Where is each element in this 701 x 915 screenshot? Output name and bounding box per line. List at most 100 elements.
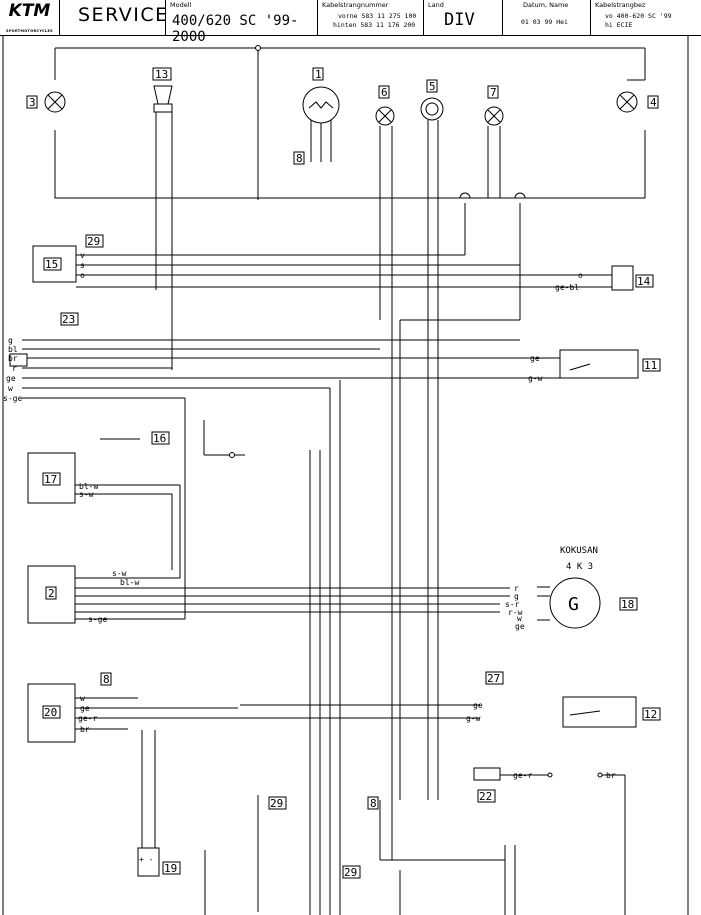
svg-text:13: 13 [155,68,168,81]
wire-label-s-ge-2: s-ge [88,615,107,624]
kokusan-label: KOKUSAN [560,546,598,556]
datum-label: Datum, Name [523,1,569,9]
wire-label-gen-r: r [514,584,519,593]
wire-label-s-w: s-w [79,490,94,499]
wire-label-gen-w: w [517,614,522,623]
svg-text:20: 20 [44,706,57,719]
wire-label-gen-g: g [514,592,519,601]
modell-cell: Modell 400/620 SC '99-2000 [166,0,318,45]
logo-subtitle: SPORTMOTORCYCLES [6,29,53,33]
label-7: 7 [487,85,499,99]
label-2: 2 [45,586,57,600]
label-16: 16 [151,431,170,445]
label-8-low: 8 [367,796,379,810]
wire-label-s: s [80,261,85,270]
label-3: 3 [26,95,38,109]
wire-label-r: r [12,364,17,373]
wire-label-br: br [8,354,18,363]
svg-text:14: 14 [637,275,651,288]
datum-value: 01 03 99 Hei [521,18,568,26]
wire-label-s-w-2: s-w [112,569,127,578]
label-17: 17 [42,472,61,486]
land-label: Land [428,1,444,9]
svg-text:16: 16 [153,432,166,445]
modell-label: Modell [170,1,192,9]
svg-text:8: 8 [370,797,377,810]
label-29-low: 29 [342,865,361,879]
land-value: DIV [444,10,475,30]
modell-value: 400/620 SC '99-2000 [172,13,299,45]
svg-text:8: 8 [296,152,303,165]
label-18: 18 [619,597,638,611]
wire-label-o: o [80,271,85,280]
logo-text: KTM [8,1,51,21]
svg-text:4: 4 [650,96,657,109]
wire-label-s-ge: s-ge [3,394,22,403]
wire-label-g: g [8,336,13,345]
datum-cell: Datum, Name 01 03 99 Hei [503,0,591,35]
label-4: 4 [647,95,659,109]
kabelstrang-label: Kabelstrangnummer [322,1,389,9]
svg-text:1: 1 [315,68,322,81]
wire-label-gen-s-r: s-r [505,600,520,609]
label-29-mid: 29 [268,796,287,810]
label-12: 12 [642,707,661,721]
svg-text:8: 8 [103,673,110,686]
wire-label-20-ge-r: ge-r [78,714,97,723]
label-15: 15 [43,257,62,271]
svg-text:11: 11 [644,359,657,372]
svg-text:15: 15 [45,258,58,271]
wire-label-ge-bl: ge-bl [555,283,579,292]
wire-label-v: v [80,251,85,260]
label-5: 5 [426,79,438,93]
wire-label-w: w [8,384,13,393]
label-10 [9,353,28,367]
title-block: KTM SPORTMOTORCYCLES SERVICE Modell 400/… [0,0,701,45]
battery-terminals: + - [139,855,153,864]
strangbez-cell: Kabelstrangbez vo 400-620 SC '99 hi ECIE [591,0,701,35]
label-8-top: 8 [293,151,305,165]
wire-label-20-br: br [80,725,90,734]
service-title: SERVICE [60,0,167,35]
kabelstrang-cell: Kabelstrangnummer vorne 583 11 275 100 h… [318,0,424,35]
wire-label-g-w-11: g-w [528,374,543,383]
wire-label-12-ge: ge [473,701,483,710]
label-20: 20 [42,705,61,719]
svg-text:7: 7 [490,86,497,99]
generator-type-label: 4 K 3 [566,562,593,572]
wire-label-20-w: w [80,694,85,703]
generator-symbol: G [568,594,579,615]
wire-label-o-14: o [578,271,583,280]
wire-label-20-ge: ge [80,704,90,713]
svg-text:3: 3 [29,96,36,109]
svg-text:5: 5 [429,80,436,93]
wire-label-bl-w: bl-w [79,482,98,491]
label-22: 22 [477,789,496,803]
wire-label-22-ge-r: ge-r [513,771,532,780]
label-23: 23 [60,312,79,326]
label-13: 13 [152,67,172,81]
svg-text:17: 17 [44,473,57,486]
wire-label-ge: ge [6,374,16,383]
label-27: 27 [485,671,504,685]
wire-label-22-br: br [606,771,616,780]
label-6: 6 [378,85,390,99]
label-29-top: 29 [85,234,104,248]
svg-text:29: 29 [270,797,283,810]
svg-text:23: 23 [62,313,75,326]
wire-label-gen-ge: ge [515,622,525,631]
svg-text:29: 29 [87,235,100,248]
svg-text:18: 18 [621,598,634,611]
wire-label-ge-11: ge [530,354,540,363]
label-11: 11 [642,358,661,372]
wire-label-gen-r-w: r-w [508,608,523,617]
label-14: 14 [635,274,654,288]
strangbez-hi: hi ECIE [605,21,633,29]
wire-label-12-g-w: g-w [466,714,481,723]
label-19: 19 [162,861,181,875]
label-8-mid: 8 [100,672,112,686]
svg-text:2: 2 [48,587,55,600]
kabelstrang-vorne: vorne 583 11 275 100 [338,12,417,20]
svg-text:27: 27 [487,672,500,685]
wire-label-bl: bl [8,345,18,354]
